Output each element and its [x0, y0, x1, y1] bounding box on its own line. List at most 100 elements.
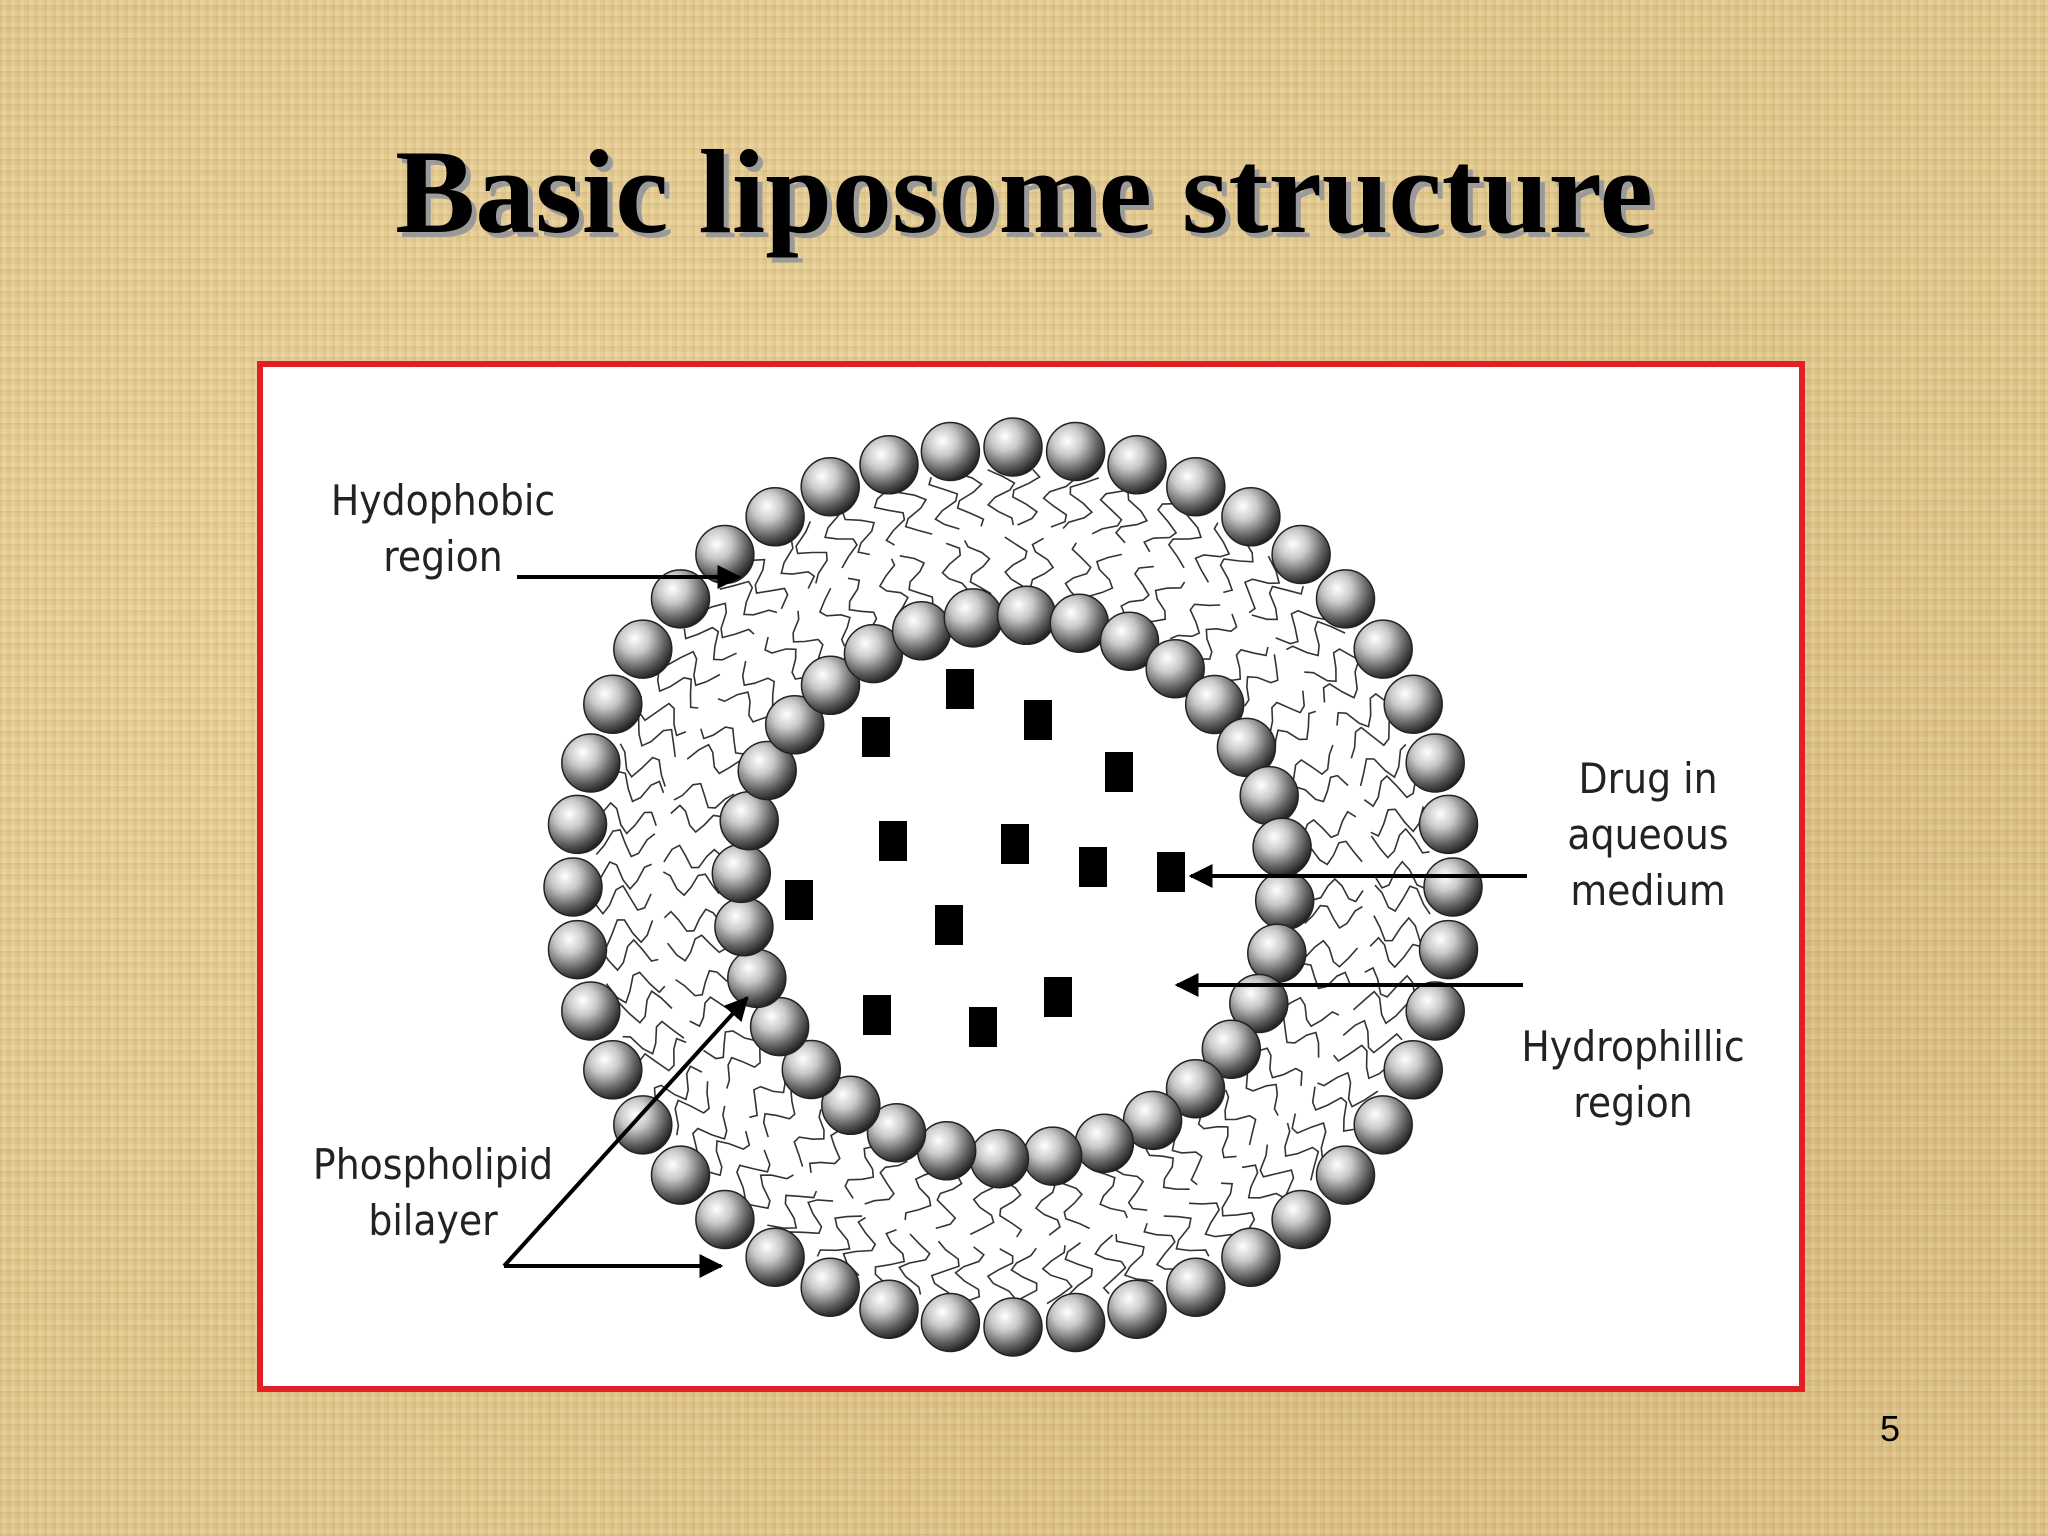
lipid-tail	[792, 610, 824, 668]
lipid-tail	[1256, 1047, 1303, 1086]
lipid-tail	[928, 476, 960, 530]
lipid-tail	[663, 908, 722, 933]
lipid-tail	[1062, 477, 1100, 530]
lipid-tail	[1322, 662, 1371, 703]
lipid-tail	[1091, 485, 1134, 535]
lipid-tail	[661, 650, 721, 687]
inner-lipid-head	[719, 790, 779, 851]
lipid-tail	[726, 1039, 763, 1089]
inner-lipid-head	[764, 695, 825, 755]
lipid-tail	[762, 1087, 799, 1138]
lipid-tail	[847, 577, 878, 631]
lipid-tail	[686, 743, 747, 775]
lipid-tail	[894, 485, 933, 535]
lipid-tail	[1275, 608, 1326, 645]
lipid-tail	[1094, 1234, 1127, 1295]
lipid-tail	[1288, 744, 1334, 788]
lipid-tail	[1359, 743, 1407, 787]
outer-lipid-head	[1107, 435, 1167, 495]
lipid-tail	[1056, 1177, 1091, 1230]
lipid-tail	[692, 1105, 728, 1163]
lipid-tail	[1011, 468, 1041, 526]
outer-lipid-head	[1221, 1227, 1281, 1287]
lipid-tail	[738, 1174, 794, 1210]
lipid-tail	[1285, 620, 1346, 657]
inner-lipid-head	[1184, 674, 1245, 735]
lipid-tail	[598, 919, 654, 949]
lipid-tail	[1064, 542, 1092, 602]
lipid-tail	[1243, 555, 1281, 614]
inner-lipid-head	[843, 623, 904, 684]
lipid-tail	[1245, 1064, 1279, 1116]
lipid-tail	[986, 1248, 1017, 1306]
lipid-tail	[1141, 581, 1186, 624]
lipid-tail	[1197, 1111, 1237, 1159]
lipid-tail	[719, 580, 778, 616]
lipid-tail	[1370, 806, 1424, 837]
lipid-tail	[1169, 603, 1221, 640]
inner-lipid-head	[943, 588, 1004, 648]
inner-lipid-head	[1239, 765, 1299, 826]
outer-lipid-head	[1405, 981, 1465, 1041]
outer-lipid-head	[1383, 674, 1443, 734]
lipid-tail	[1251, 585, 1304, 621]
lipid-tail	[1374, 884, 1431, 915]
outer-lipid-head	[1045, 421, 1106, 482]
drug-particle	[1001, 824, 1029, 864]
lipid-tail	[1373, 915, 1428, 949]
lipid-tail	[663, 844, 722, 869]
lipid-tail	[639, 1037, 687, 1078]
lipid-tail	[1064, 1242, 1094, 1301]
drug-particle	[1044, 977, 1072, 1017]
lipid-tail	[1369, 936, 1425, 969]
lipid-tail	[653, 1065, 703, 1105]
outer-lipid-head	[695, 524, 755, 585]
lipid-tail	[767, 1190, 818, 1230]
lipid-tail	[1317, 1071, 1379, 1108]
lipid-tail	[1042, 471, 1075, 528]
inner-lipid-head	[1216, 717, 1277, 778]
lipid-tail	[1188, 1202, 1241, 1239]
lipid-tail	[874, 1228, 906, 1287]
lipid-tail	[1143, 502, 1180, 553]
outer-lipid-head	[1107, 1279, 1167, 1339]
lipid-tails	[594, 468, 1432, 1306]
outer-lipid-head	[859, 435, 919, 495]
drug-particle	[862, 717, 890, 757]
inner-lipid-head	[800, 655, 861, 716]
lipid-tail	[1364, 966, 1417, 1001]
lipid-tail	[1292, 774, 1349, 803]
outer-lipid-head	[1315, 1145, 1376, 1205]
lipid-tail	[930, 1240, 960, 1302]
inner-lipid-head	[1201, 1019, 1262, 1079]
lipid-tail	[864, 1160, 908, 1205]
inner-lipid-head	[891, 601, 952, 661]
lipid-tail	[700, 726, 755, 755]
lipid-tail	[1004, 536, 1028, 594]
lipid-tail	[717, 691, 776, 723]
lipid-tail	[1274, 710, 1317, 754]
lipid-tail	[600, 801, 657, 835]
outer-lipid-head	[1221, 487, 1281, 547]
lipid-tail	[1171, 1128, 1203, 1186]
lipid-tail	[1041, 1245, 1073, 1305]
lipid-tail	[666, 934, 726, 962]
drug-particle	[1105, 752, 1133, 792]
lipid-tail	[752, 558, 789, 610]
outer-lipid-head	[650, 569, 711, 629]
outer-lipid-layer	[543, 417, 1483, 1357]
lipid-tail	[741, 660, 781, 709]
lipid-tail	[1304, 904, 1363, 929]
liposome-diagram	[502, 417, 1527, 1357]
lipid-tail	[619, 743, 666, 787]
lipid-tail	[1311, 1086, 1354, 1133]
drug-particle	[863, 995, 891, 1035]
lipid-tail	[1363, 774, 1417, 808]
lipid-tail	[749, 1070, 786, 1119]
lipid-tail	[595, 829, 656, 858]
lipid-tail	[1298, 939, 1359, 968]
lipid-tail	[1350, 711, 1394, 759]
drug-particle	[1024, 700, 1052, 740]
lipid-tail	[734, 1149, 771, 1200]
lipid-tail	[1342, 1019, 1403, 1054]
